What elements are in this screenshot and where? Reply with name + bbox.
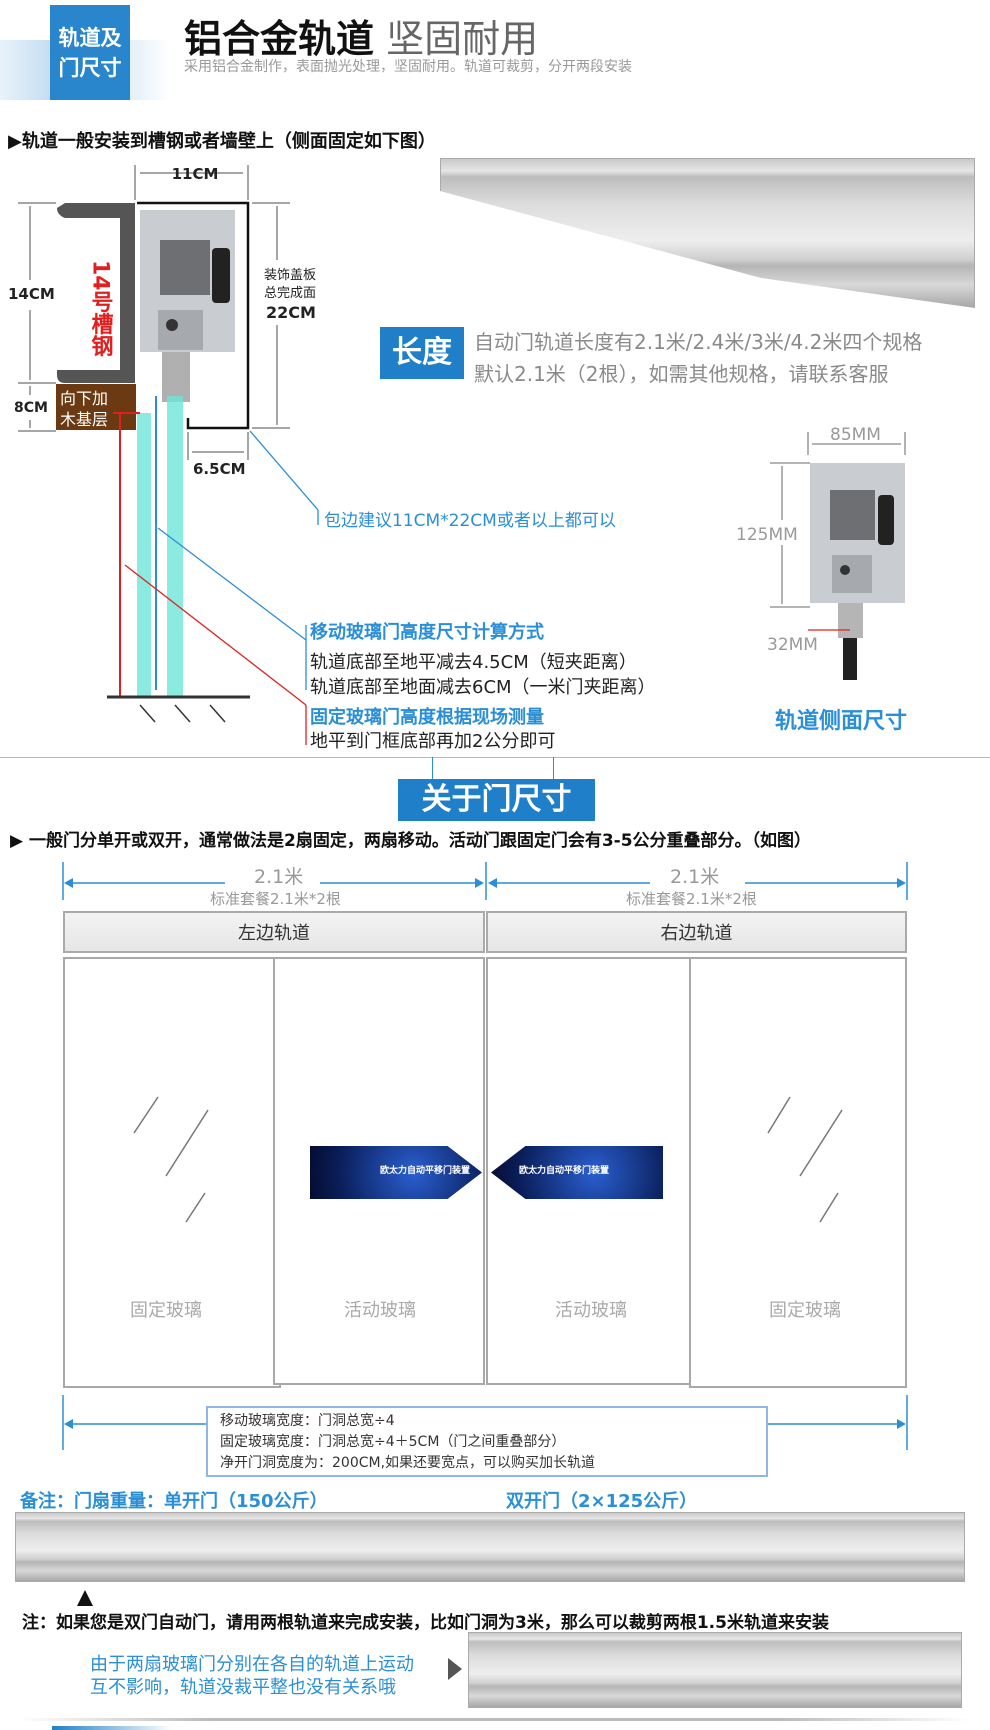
rail-image-top — [440, 158, 975, 308]
side-dimension-diagram: 85MM 125MM 32MM — [736, 425, 906, 680]
length-badge: 长度 — [380, 327, 464, 379]
side-height: 125MM — [736, 525, 798, 545]
section2-heading: ▶ 一般门分单开或双开，通常做法是2扇固定，两扇移动。活动门跟固定门会有3-5公… — [10, 831, 812, 851]
channel-label: 14号槽钢 — [88, 260, 114, 358]
steel-channel — [57, 203, 135, 383]
pointer-triangle-icon — [77, 1590, 93, 1606]
weight-double: 双开门（2×125公斤） — [506, 1491, 698, 1512]
fixed-line1: 地平到门框底部再加2公分即可 — [310, 731, 556, 752]
section-divider — [0, 757, 990, 758]
title-light: 坚固耐用 — [386, 17, 539, 61]
double-door-note: 注：如果您是双门自动门，请用两根轨道来完成安装，比如门洞为3米，那么可以裁剪两根… — [22, 1613, 829, 1633]
moving-title: 移动玻璃门高度尺寸计算方式 — [310, 622, 544, 643]
width-dimension — [62, 862, 908, 900]
wood-line1: 向下加 — [60, 389, 108, 408]
bottom-divider — [20, 1718, 970, 1721]
info-line-2: 固定玻璃宽度：门洞总宽÷4＋5CM（门之间重叠部分） — [220, 1434, 566, 1450]
rail-image-middle — [15, 1512, 965, 1582]
info-line-3: 净开门洞宽度为：200CM,如果还要宽点，可以购买加长轨道 — [220, 1455, 596, 1471]
door-size-banner: 关于门尺寸 — [398, 779, 595, 821]
weight-single: 备注：门扇重量：单开门（150公斤） — [20, 1491, 328, 1512]
fixed-title: 固定玻璃门高度根据现场测量 — [310, 707, 544, 728]
panel-label-4: 固定玻璃 — [769, 1300, 841, 1321]
info-box: 移动玻璃宽度：门洞总宽÷4 固定玻璃宽度：门洞总宽÷4＋5CM（门之间重叠部分）… — [206, 1406, 768, 1477]
wood-layer — [56, 384, 136, 430]
gap-label: 6.5CM — [193, 460, 246, 478]
wood-height-label: 8CM — [14, 400, 48, 416]
left-dim: 2.1米 — [254, 866, 304, 888]
title-bold: 铝合金轨道 — [184, 17, 375, 61]
rail-image-bottom — [468, 1632, 962, 1708]
width-label: 11CM — [172, 165, 219, 183]
blue-note-1: 由于两扇玻璃门分别在各自的轨道上运动 — [90, 1654, 414, 1675]
bottom-accent — [52, 1726, 172, 1730]
sign-right: 欧太力自动平移门装置 — [491, 1146, 663, 1199]
cover-line2: 总完成面 — [264, 286, 316, 301]
panel-fixed-left — [63, 957, 281, 1388]
panel-fixed-right — [689, 957, 907, 1388]
right-track: 右边轨道 — [486, 911, 907, 953]
panel-label-1: 固定玻璃 — [130, 1300, 202, 1321]
wrap-note: 包边建议11CM*22CM或者以上都可以 — [324, 511, 616, 531]
moving-line2: 轨道底部至地面减去6CM（一米门夹距离） — [310, 677, 656, 698]
sign-left-title: 欧太力自动平移门装置 — [380, 1166, 471, 1176]
total-width-dimension — [62, 1395, 908, 1450]
cover-line1: 装饰盖板 — [264, 268, 316, 283]
banner-connector-right — [553, 757, 554, 779]
wood-line2: 木基层 — [60, 410, 108, 429]
cover-size: 22CM — [266, 303, 316, 322]
badge-line1: 轨道及 — [58, 26, 122, 50]
glass-reflection-icons — [133, 1096, 843, 1223]
cover-plate — [137, 201, 250, 430]
moving-line1: 轨道底部至地平减去4.5CM（短夹距离） — [310, 652, 637, 673]
header-badge: 轨道及 门尺寸 — [50, 5, 130, 100]
sign-left: 欧太力自动平移门装置 — [310, 1146, 482, 1199]
right-dim: 2.1米 — [670, 866, 720, 888]
height-label: 14CM — [8, 285, 55, 303]
blue-note-2: 互不影响，轨道没裁平整也没有关系哦 — [90, 1677, 396, 1698]
side-bottom: 32MM — [767, 635, 818, 655]
install-diagram: 11CM 14CM 8CM 14号槽钢 向下加 木基层 装饰盖板 总完成面 22… — [8, 165, 319, 745]
left-track: 左边轨道 — [63, 911, 485, 953]
left-dim-sub: 标准套餐2.1米*2根 — [210, 890, 341, 908]
glass-moving — [167, 396, 183, 696]
section1-heading: ▶轨道一般安装到槽钢或者墙壁上（侧面固定如下图） — [8, 131, 436, 152]
panel-label-3: 活动玻璃 — [555, 1300, 627, 1321]
side-width: 85MM — [830, 425, 881, 445]
length-line2: 默认2.1米（2根），如需其他规格，请联系客服 — [474, 362, 889, 386]
page-title: 铝合金轨道 坚固耐用 — [184, 8, 538, 63]
info-line-1: 移动玻璃宽度：门洞总宽÷4 — [220, 1413, 395, 1429]
badge-line2: 门尺寸 — [58, 56, 122, 80]
arrow-right-icon — [448, 1658, 462, 1680]
glass-fixed — [137, 413, 151, 696]
page-subtitle: 采用铝合金制作，表面抛光处理，坚固耐用。轨道可裁剪，分开两段安装 — [184, 59, 632, 75]
length-line1: 自动门轨道长度有2.1米/2.4米/3米/4.2米四个规格 — [474, 330, 923, 354]
sign-right-title: 欧太力自动平移门装置 — [519, 1166, 610, 1176]
banner-connector-left — [432, 757, 433, 779]
side-caption: 轨道侧面尺寸 — [775, 709, 908, 734]
panel-label-2: 活动玻璃 — [344, 1300, 416, 1321]
right-dim-sub: 标准套餐2.1米*2根 — [626, 890, 757, 908]
